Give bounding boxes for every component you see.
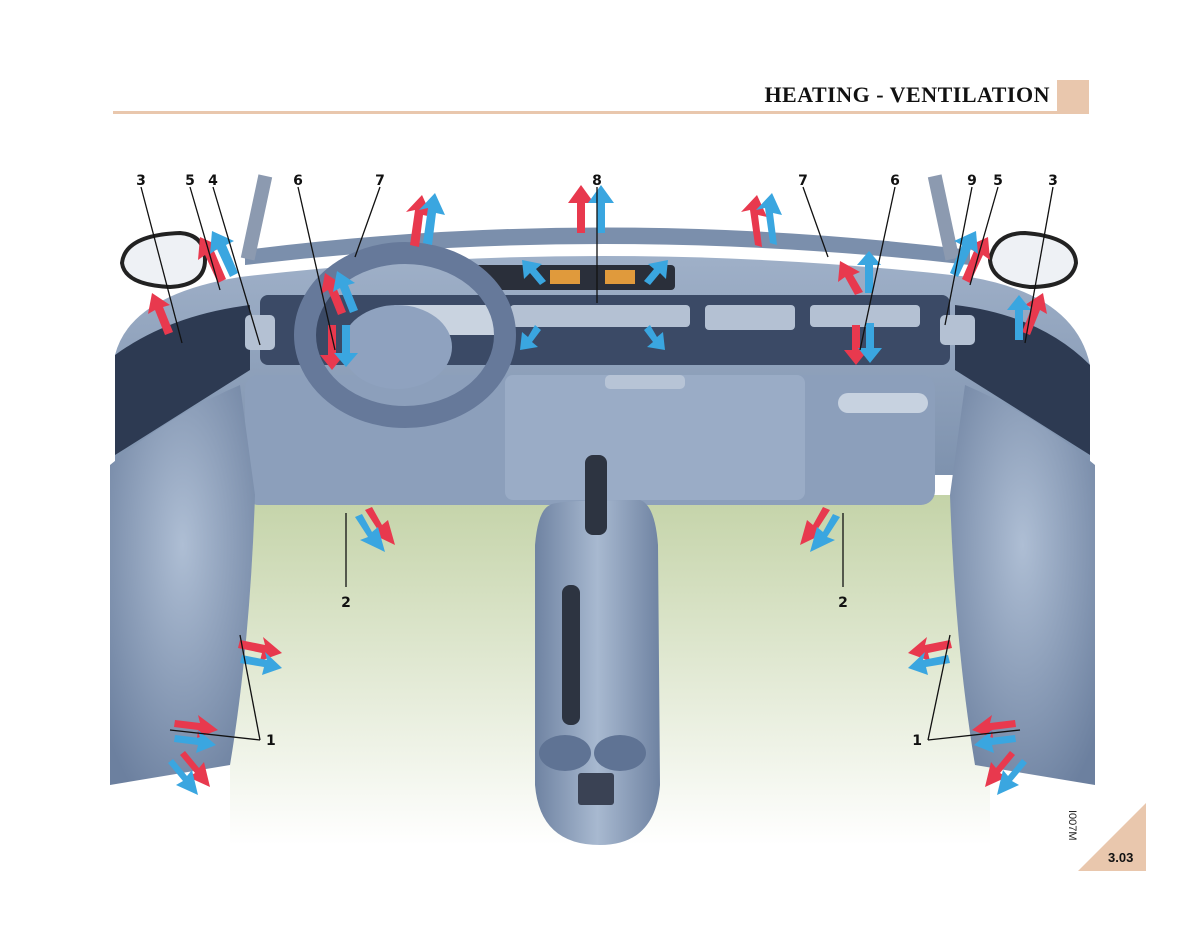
callout-6-left: 6: [293, 173, 303, 189]
callout-6-right: 6: [890, 173, 900, 189]
right-dash-panel: [955, 305, 1090, 455]
callout-2-left: 2: [341, 595, 351, 611]
right-a-pillar: [927, 174, 960, 261]
console-switch: [578, 773, 614, 805]
right-control-9: [940, 315, 975, 345]
left-door-panel: [110, 385, 255, 785]
title-rule: [113, 111, 1089, 114]
left-a-pillar: [240, 174, 273, 261]
left-mirror: [119, 230, 208, 290]
steering-wheel: [294, 242, 516, 428]
central-vents: [510, 305, 690, 327]
right-door-panel: [950, 385, 1095, 785]
callout-leader-lines: [140, 186, 1054, 741]
callout-7-left: 7: [375, 173, 385, 189]
storage-tray: [705, 305, 795, 330]
gear-lever: [585, 455, 607, 535]
glovebox-handle: [605, 375, 685, 389]
cup-holder-right: [594, 735, 646, 771]
callout-8: 8: [592, 173, 602, 189]
dashboard-ventilation-illustration: 3 5 4 6 7 8 7 6 9 5 3 2 2 1 1: [110, 165, 1095, 845]
callout-3-left: 3: [136, 173, 146, 189]
callout-4: 4: [208, 173, 218, 189]
glovebox-center: [505, 375, 805, 500]
callout-2-right: 2: [838, 595, 848, 611]
right-side-vent: [810, 305, 920, 327]
callout-7-right: 7: [798, 173, 808, 189]
left-control-4: [245, 315, 275, 350]
steering-hub: [342, 305, 452, 389]
left-dash-panel: [115, 305, 250, 455]
callout-9: 9: [967, 173, 977, 189]
handbrake-lever: [562, 585, 580, 725]
title-tab: [1057, 80, 1089, 112]
page-corner-tab: [1078, 803, 1146, 871]
callout-5-right: 5: [993, 173, 1003, 189]
callout-3-right: 3: [1048, 173, 1058, 189]
callout-5-left: 5: [185, 173, 195, 189]
callout-1-right: 1: [912, 733, 922, 749]
page-title: HEATING - VENTILATION: [764, 82, 1050, 107]
glovebox-latch: [838, 393, 928, 413]
cup-holder-left: [539, 735, 591, 771]
callout-1-left: 1: [266, 733, 276, 749]
page-number: 3.03: [1108, 850, 1134, 865]
image-reference-code: I007M: [1066, 810, 1078, 841]
right-mirror: [987, 230, 1079, 290]
